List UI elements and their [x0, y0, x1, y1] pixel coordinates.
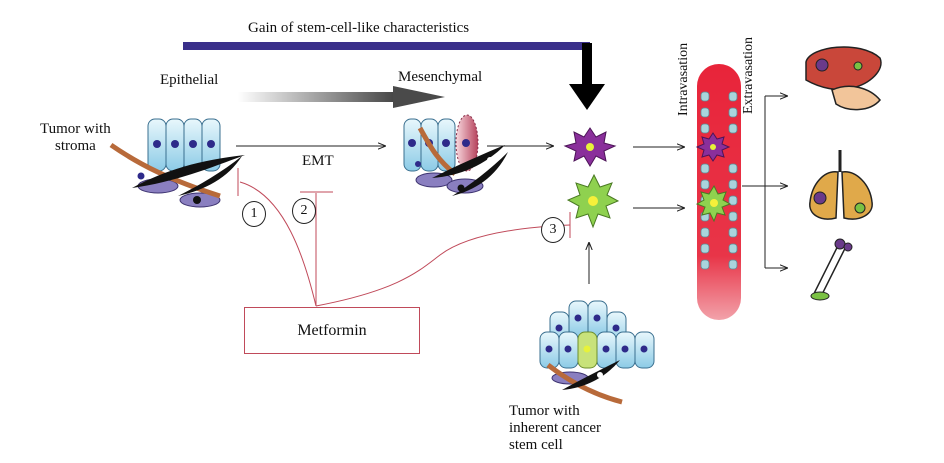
- inherent-tumor-label-line1: Tumor with: [509, 403, 580, 419]
- tumor-stroma-label-line2: stroma: [55, 138, 96, 154]
- gradient-transition-arrow: [238, 86, 445, 108]
- metformin-inhibition-lines: [237, 168, 571, 307]
- intravasation-label: Intravasation: [676, 42, 691, 116]
- inherent-tumor-label-line2: inherent cancer: [509, 420, 602, 436]
- emt-label: EMT: [302, 153, 334, 169]
- bone-organ-icon: [810, 238, 853, 301]
- tumor-stroma-label-line1: Tumor with: [40, 121, 111, 137]
- epithelial-cells: [147, 118, 221, 172]
- epithelial-tumor-illustration: [109, 118, 245, 208]
- green-cancer-stem-cell: [566, 173, 620, 229]
- stem-cell-gain-label: Gain of stem-cell-like characteristics: [248, 20, 470, 36]
- inhibition-marker-1: 1: [242, 201, 266, 227]
- inherent-csc-tumor-illustration: [539, 300, 655, 405]
- metastasis-branches: [742, 96, 788, 268]
- extravasation-label: Extravasation: [741, 37, 756, 114]
- epithelial-label: Epithelial: [160, 72, 219, 88]
- blood-vessel: [695, 64, 741, 320]
- inhibition-marker-3: 3: [541, 217, 565, 243]
- inhibition-marker-2: 2: [292, 198, 316, 224]
- lungs-organ-icon: [809, 150, 873, 220]
- purple-cancer-stem-cell: [563, 127, 617, 167]
- stem-cell-gain-arrow: [183, 42, 605, 110]
- mesenchymal-tumor-illustration: [403, 114, 508, 196]
- mesenchymal-label: Mesenchymal: [398, 69, 483, 85]
- metformin-box: Metformin: [244, 307, 420, 354]
- liver-organ-icon: [805, 46, 882, 111]
- inherent-tumor-label-line3: stem cell: [509, 437, 563, 453]
- metformin-label: Metformin: [297, 322, 367, 339]
